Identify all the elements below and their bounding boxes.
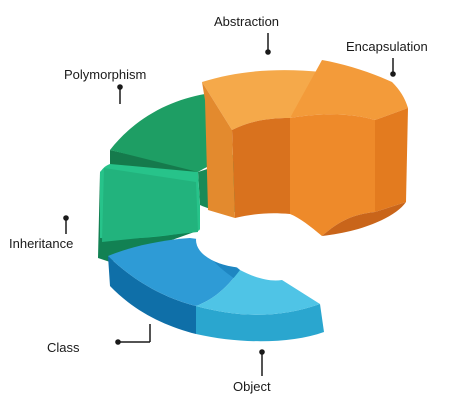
segment-encapsulation-side — [375, 108, 408, 212]
polymorphism-dot — [117, 84, 123, 90]
label-abstraction: Abstraction — [214, 14, 279, 30]
label-polymorphism: Polymorphism — [64, 67, 146, 83]
encapsulation-dot — [390, 71, 396, 77]
inheritance-dot — [63, 215, 69, 221]
object-dot — [259, 349, 265, 355]
label-object: Object — [233, 379, 271, 395]
abstraction-dot — [265, 49, 271, 55]
label-inheritance: Inheritance — [9, 236, 73, 252]
class-dot — [115, 339, 121, 345]
ring-center-hole — [196, 212, 300, 268]
label-class: Class — [47, 340, 80, 356]
segment-abstraction-front — [232, 118, 290, 218]
segment-encapsulation — [290, 60, 408, 120]
label-encapsulation: Encapsulation — [346, 39, 428, 55]
